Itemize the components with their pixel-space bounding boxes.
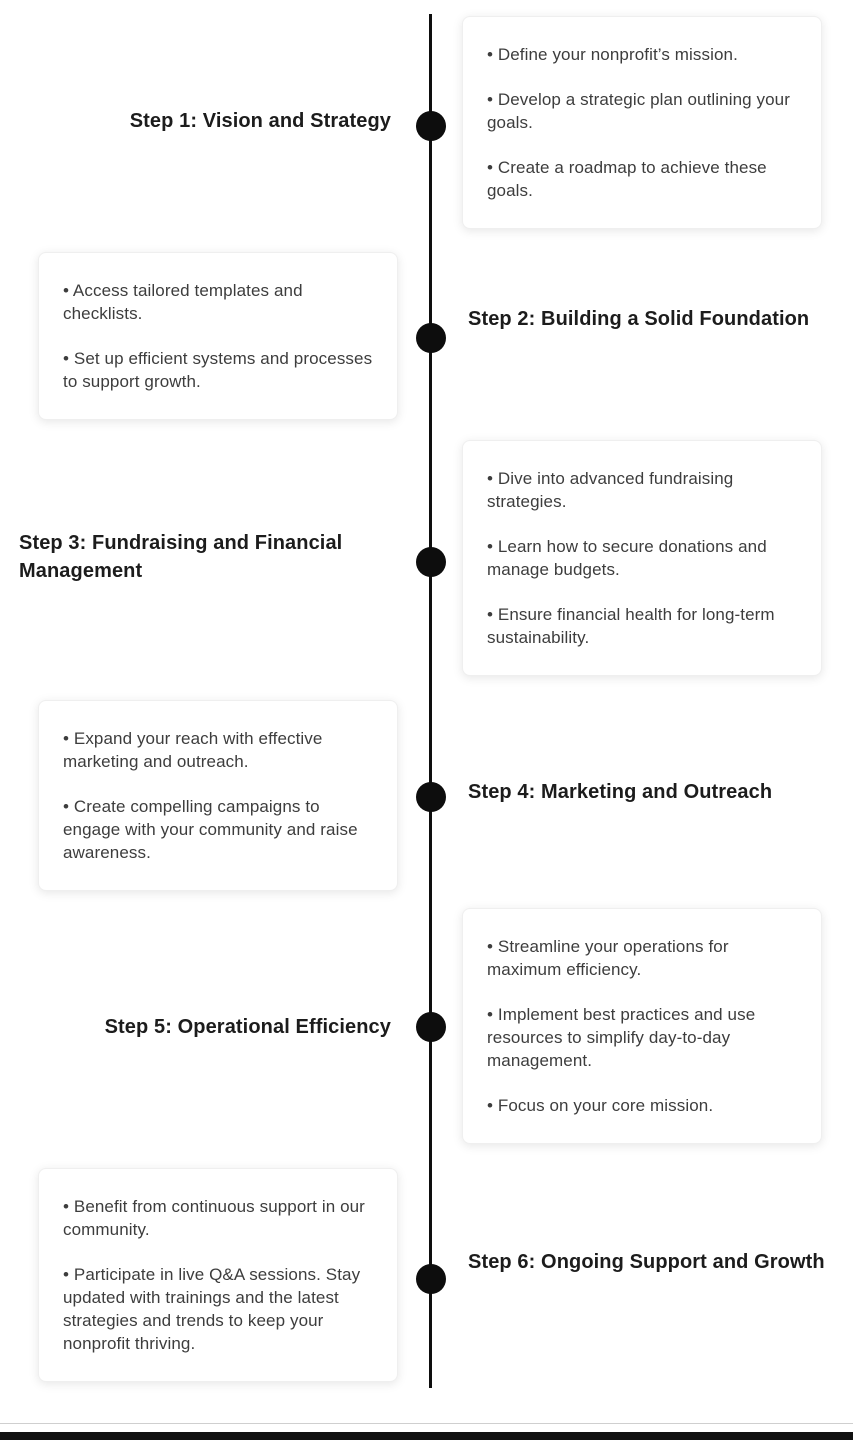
bullet-item: • Participate in live Q&A sessions. Stay…	[63, 1265, 361, 1353]
bullet-item: • Develop a strategic plan outlining you…	[487, 90, 791, 132]
bullet-item: • Expand your reach with effective marke…	[63, 729, 323, 771]
step-3-node-dot	[416, 547, 446, 577]
step-4-card: • Expand your reach with effective marke…	[38, 700, 398, 891]
step-1-node-dot	[416, 111, 446, 141]
footer-bar	[0, 1432, 853, 1440]
bullet-item: • Define your nonprofit’s mission.	[487, 45, 738, 64]
bullet-item: • Learn how to secure donations and mana…	[487, 537, 767, 579]
bullet-item: • Focus on your core mission.	[487, 1096, 714, 1115]
step-5-title: Step 5: Operational Efficiency	[104, 1016, 391, 1038]
bullet-item: • Ensure financial health for long-term …	[487, 605, 775, 647]
step-3-card: • Dive into advanced fundraising strateg…	[462, 440, 822, 676]
step-2-title: Step 2: Building a Solid Foundation	[468, 308, 810, 330]
step-6-title: Step 6: Ongoing Support and Growth	[468, 1251, 825, 1273]
bullet-item: • Set up efficient systems and processes…	[63, 349, 373, 391]
step-4-node-dot	[416, 782, 446, 812]
bullet-item: • Access tailored templates and checklis…	[63, 281, 303, 323]
step-6-card: • Benefit from continuous support in our…	[38, 1168, 398, 1382]
step-6-node-dot	[416, 1264, 446, 1294]
step-2-node-dot	[416, 323, 446, 353]
bullet-item: • Benefit from continuous support in our…	[63, 1197, 365, 1239]
step-5-card: • Streamline your operations for maximum…	[462, 908, 822, 1144]
step-1-title: Step 1: Vision and Strategy	[129, 110, 391, 132]
step-5-node-dot	[416, 1012, 446, 1042]
step-1-card: • Define your nonprofit’s mission. • Dev…	[462, 16, 822, 229]
step-3-title: Step 3: Fundraising and Financial Manage…	[19, 532, 343, 582]
footer-divider	[0, 1423, 853, 1424]
timeline-line	[429, 14, 432, 1388]
bullet-item: • Implement best practices and use resou…	[487, 1005, 756, 1070]
bullet-item: • Streamline your operations for maximum…	[487, 937, 729, 979]
bullet-item: • Dive into advanced fundraising strateg…	[487, 469, 734, 511]
bullet-item: • Create a roadmap to achieve these goal…	[487, 158, 767, 200]
bullet-item: • Create compelling campaigns to engage …	[63, 797, 358, 862]
step-4-title: Step 4: Marketing and Outreach	[468, 781, 773, 803]
step-2-card: • Access tailored templates and checklis…	[38, 252, 398, 420]
